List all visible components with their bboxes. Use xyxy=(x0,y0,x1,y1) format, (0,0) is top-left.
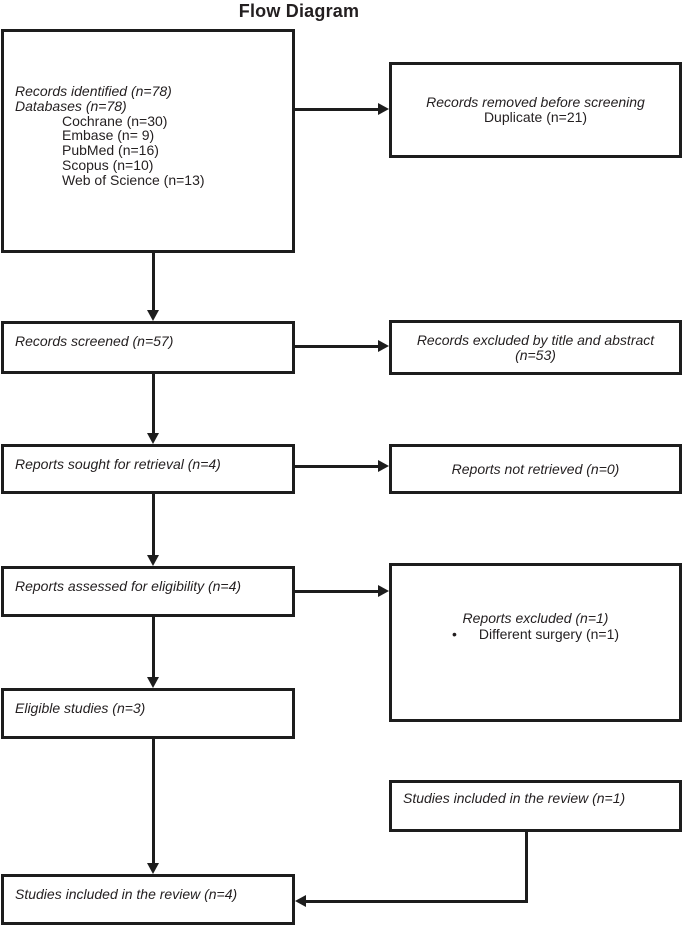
reports-excluded-reason: Different surgery (n=1) xyxy=(478,625,620,642)
reports-not-retrieved-label: Reports not retrieved (n=0) xyxy=(451,460,620,477)
box-reports-sought: Reports sought for retrieval (n=4) xyxy=(1,444,295,494)
box-reports-not-retrieved: Reports not retrieved (n=0) xyxy=(389,444,682,494)
arrow-identified-to-removed-head xyxy=(378,103,389,115)
reports-excluded-reason-row: • Different surgery (n=1) xyxy=(402,625,669,642)
arrow-sought-to-notretrieved-line xyxy=(295,465,379,468)
database-item-embase: Embase (n= 9) xyxy=(62,127,155,144)
reports-excluded-label: Reports excluded (n=1) xyxy=(462,610,609,626)
arrow-identified-to-screened-line xyxy=(152,253,155,311)
duplicate-count-label: Duplicate (n=21) xyxy=(483,109,588,125)
box-reports-excluded: Reports excluded (n=1) • Different surge… xyxy=(389,563,682,722)
connector-included-n1-vertical xyxy=(525,832,528,903)
diagram-title: Flow Diagram xyxy=(238,1,360,21)
box-studies-included-n1: Studies included in the review (n=1) xyxy=(389,780,682,832)
records-identified-label: Records identified (n=78) xyxy=(15,83,172,99)
bullet-icon: • xyxy=(451,625,457,642)
records-excluded-label: Records excluded by title and abstract xyxy=(416,331,655,348)
box-eligible-studies: Eligible studies (n=3) xyxy=(1,688,295,739)
arrow-screened-to-excluded-line xyxy=(295,345,379,348)
database-item-web-of-science: Web of Science (n=13) xyxy=(62,171,205,188)
arrow-sought-to-notretrieved-head xyxy=(378,460,389,472)
studies-included-n4-label: Studies included in the review (n=4) xyxy=(15,886,238,902)
box-records-identified: Records identified (n=78) Databases (n=7… xyxy=(1,29,295,253)
arrow-assessed-to-eligible-line xyxy=(152,617,155,678)
records-excluded-count: (n=53) xyxy=(515,346,556,363)
databases-label: Databases (n=78) xyxy=(15,97,127,114)
arrow-screened-to-sought-head xyxy=(147,433,159,444)
arrow-assessed-to-eligible-head xyxy=(147,677,159,688)
records-removed-label: Records removed before screening xyxy=(426,94,645,111)
database-item-cochrane: Cochrane (n=30) xyxy=(62,112,168,129)
box-reports-assessed: Reports assessed for eligibility (n=4) xyxy=(1,566,295,617)
arrow-assessed-to-excluded-head xyxy=(378,585,389,597)
database-item-scopus: Scopus (n=10) xyxy=(62,157,154,174)
arrow-screened-to-sought-line xyxy=(152,374,155,434)
studies-included-n1-label: Studies included in the review (n=1) xyxy=(403,790,626,806)
connector-included-n1-horizontal xyxy=(305,900,528,903)
arrow-eligible-to-included-head xyxy=(147,863,159,874)
arrow-screened-to-excluded-head xyxy=(378,340,389,352)
arrow-identified-to-screened-head xyxy=(147,310,159,321)
eligible-studies-label: Eligible studies (n=3) xyxy=(15,700,146,716)
box-records-screened: Records screened (n=57) xyxy=(1,321,295,374)
reports-sought-label: Reports sought for retrieval (n=4) xyxy=(15,456,221,472)
arrow-sought-to-assessed-line xyxy=(152,494,155,556)
box-records-removed: Records removed before screening Duplica… xyxy=(389,62,682,158)
arrow-eligible-to-included-line xyxy=(152,739,155,864)
box-studies-included-n4: Studies included in the review (n=4) xyxy=(1,874,295,925)
reports-assessed-label: Reports assessed for eligibility (n=4) xyxy=(15,578,242,594)
arrow-identified-to-removed-line xyxy=(295,108,379,111)
arrow-sought-to-assessed-head xyxy=(147,555,159,566)
database-item-pubmed: PubMed (n=16) xyxy=(62,142,159,159)
arrow-included-n1-to-n4-head xyxy=(295,895,306,907)
records-screened-label: Records screened (n=57) xyxy=(15,333,174,349)
arrow-assessed-to-excluded-line xyxy=(295,590,379,593)
box-records-excluded: Records excluded by title and abstract (… xyxy=(389,320,682,375)
